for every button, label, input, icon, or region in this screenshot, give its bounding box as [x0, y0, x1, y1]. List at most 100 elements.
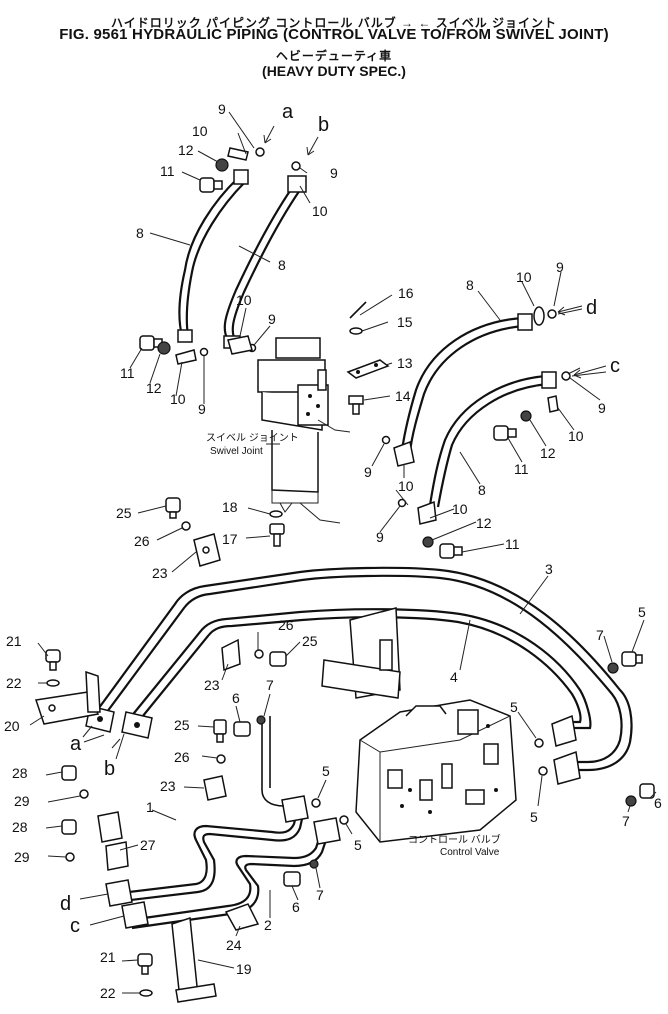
callout-labels: a b d c a b d c 9 10 12 11 8 8 9 10 10 9…	[4, 101, 662, 1001]
callout-9: 9	[330, 165, 338, 181]
line-7-a	[261, 718, 285, 807]
oring-9-e[interactable]	[547, 309, 557, 319]
oring-5-d[interactable]	[339, 815, 349, 825]
callout-10: 10	[236, 292, 252, 308]
callout-21: 21	[6, 633, 22, 649]
callout-10: 10	[192, 123, 208, 139]
washer-26-c[interactable]	[216, 754, 226, 764]
callout-5: 5	[510, 699, 518, 715]
washer-26-a[interactable]	[181, 521, 191, 531]
flange-tube-1[interactable]	[281, 795, 309, 823]
washer-29-a[interactable]	[79, 789, 89, 799]
bolt-11-c[interactable]	[493, 425, 517, 441]
elbow-10-b[interactable]	[175, 349, 197, 365]
flange-right-lower[interactable]	[553, 750, 581, 785]
callout-12: 12	[540, 445, 556, 461]
bolt-6-a[interactable]	[621, 651, 643, 667]
bolt-14[interactable]	[348, 395, 364, 415]
bolt-6-d[interactable]	[283, 871, 301, 887]
callout-26: 26	[278, 617, 294, 633]
bolt-6-c[interactable]	[233, 721, 251, 737]
pin-16[interactable]	[349, 301, 367, 319]
bolt-6-b[interactable]	[639, 783, 655, 799]
washer-7-d[interactable]	[309, 859, 319, 869]
clamp-27-b[interactable]	[105, 841, 129, 871]
clamp-23-a[interactable]	[193, 533, 221, 567]
callout-13: 13	[397, 355, 413, 371]
support-stand[interactable]	[321, 607, 401, 699]
clamp-24[interactable]	[224, 903, 260, 931]
oring-9-h[interactable]	[397, 498, 407, 508]
washer-12-b[interactable]	[157, 341, 171, 355]
bolt-11-d[interactable]	[439, 543, 463, 559]
callout-d-lower: d	[60, 893, 71, 915]
flange-right-upper[interactable]	[551, 714, 577, 747]
hose-right-lower[interactable]	[428, 371, 557, 508]
elbow-10-c[interactable]	[227, 335, 253, 355]
callout-a: a	[282, 101, 294, 123]
elbow-10-g[interactable]	[547, 395, 559, 413]
tube-3[interactable]	[95, 566, 633, 772]
washer-12-d[interactable]	[422, 536, 434, 548]
bolt-21-b[interactable]	[137, 953, 153, 975]
washer-15[interactable]	[349, 327, 363, 335]
bolt-11-a[interactable]	[199, 177, 223, 193]
tube-4[interactable]	[129, 608, 592, 730]
control-valve[interactable]	[355, 699, 517, 843]
hose-left-inner[interactable]	[223, 175, 307, 349]
callout-23: 23	[204, 677, 220, 693]
bolt-17[interactable]	[269, 523, 285, 547]
callout-a-lower: a	[70, 733, 82, 755]
bolt-21-a[interactable]	[45, 649, 61, 671]
bolt-25-c[interactable]	[213, 719, 227, 743]
washer-26-b[interactable]	[254, 649, 264, 659]
clamp-23-c[interactable]	[203, 775, 227, 801]
oring-9-g[interactable]	[381, 435, 391, 445]
washer-22-a[interactable]	[46, 679, 60, 687]
callout-22: 22	[6, 675, 22, 691]
callout-d: d	[586, 297, 597, 319]
washer-29-b[interactable]	[65, 852, 75, 862]
hose-right-upper[interactable]	[400, 313, 533, 453]
bracket-20[interactable]	[35, 670, 101, 725]
bracket-plate[interactable]	[346, 359, 390, 379]
bolt-28-b[interactable]	[61, 819, 77, 835]
callout-10: 10	[452, 501, 468, 517]
flange-b[interactable]	[121, 711, 153, 739]
washer-12-a[interactable]	[215, 158, 229, 172]
oring-9-c[interactable]	[199, 347, 209, 357]
oring-9-a[interactable]	[255, 147, 265, 157]
oring-5-c[interactable]	[311, 798, 321, 808]
figure-subtitle: (HEAVY DUTY SPEC.)	[262, 63, 406, 79]
flange-c[interactable]	[121, 901, 149, 929]
oring-9-b[interactable]	[291, 161, 301, 171]
hose-left-outer[interactable]	[177, 169, 249, 343]
clamp-27-a[interactable]	[97, 811, 123, 843]
oring-5-b[interactable]	[538, 766, 548, 776]
bolt-11-b[interactable]	[139, 335, 163, 351]
swivel-joint[interactable]	[257, 337, 351, 524]
elbow-10-e[interactable]	[417, 500, 437, 525]
washer-12-c[interactable]	[520, 410, 532, 422]
tube-1[interactable]	[111, 807, 306, 904]
oring-5-a[interactable]	[534, 738, 544, 748]
elbow-10-d[interactable]	[393, 440, 415, 467]
flange-tube-2[interactable]	[313, 817, 341, 845]
callout-27: 27	[140, 837, 156, 853]
bolt-25-b[interactable]	[269, 651, 287, 667]
bracket-19[interactable]	[171, 916, 217, 1003]
bolt-25-a[interactable]	[165, 497, 181, 519]
flange-10-f[interactable]	[533, 306, 545, 326]
washer-22-b[interactable]	[139, 989, 153, 997]
washer-18[interactable]	[269, 510, 283, 518]
washer-7-b[interactable]	[625, 795, 637, 807]
elbow-10-a[interactable]	[227, 147, 249, 161]
washer-7-a[interactable]	[607, 662, 619, 674]
flange-d[interactable]	[105, 879, 133, 907]
clamp-23-b[interactable]	[221, 638, 241, 672]
callout-3: 3	[545, 561, 553, 577]
washer-7-c[interactable]	[256, 715, 266, 725]
callout-4: 4	[450, 669, 458, 685]
callout-9: 9	[198, 401, 206, 417]
bolt-28-a[interactable]	[61, 765, 77, 781]
